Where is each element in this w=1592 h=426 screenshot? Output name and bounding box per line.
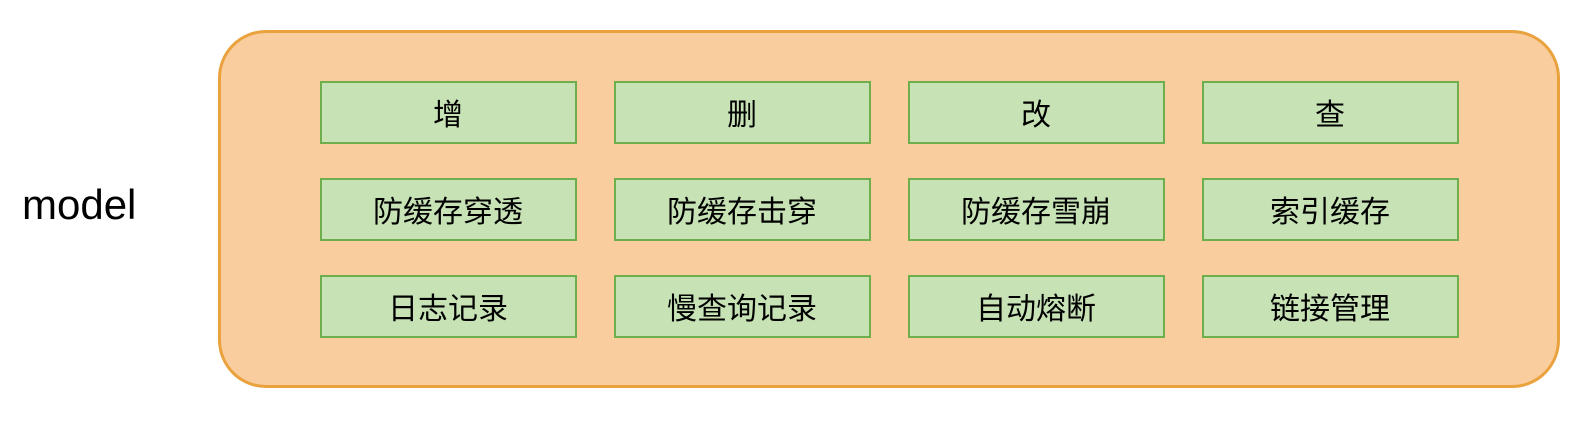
model-container: 增 删 改 查 防缓存穿透 防缓存击穿 防缓存雪崩 索引缓存 日志记录 慢查询记…	[218, 30, 1560, 388]
node-cache-breakdown-protection: 防缓存击穿	[613, 177, 871, 241]
node-index-cache: 索引缓存	[1201, 177, 1459, 241]
node-grid: 增 删 改 查 防缓存穿透 防缓存击穿 防缓存雪崩 索引缓存 日志记录 慢查询记…	[221, 33, 1557, 385]
node-auto-circuit-breaker: 自动熔断	[907, 274, 1165, 338]
node-delete: 删	[613, 80, 871, 144]
node-slow-query-log: 慢查询记录	[613, 274, 871, 338]
node-cache-penetration-protection: 防缓存穿透	[319, 177, 577, 241]
node-connection-management: 链接管理	[1201, 274, 1459, 338]
node-query: 查	[1201, 80, 1459, 144]
node-add: 增	[319, 80, 577, 144]
node-logging: 日志记录	[319, 274, 577, 338]
model-label: model	[22, 181, 137, 228]
node-update: 改	[907, 80, 1165, 144]
node-cache-avalanche-protection: 防缓存雪崩	[907, 177, 1165, 241]
